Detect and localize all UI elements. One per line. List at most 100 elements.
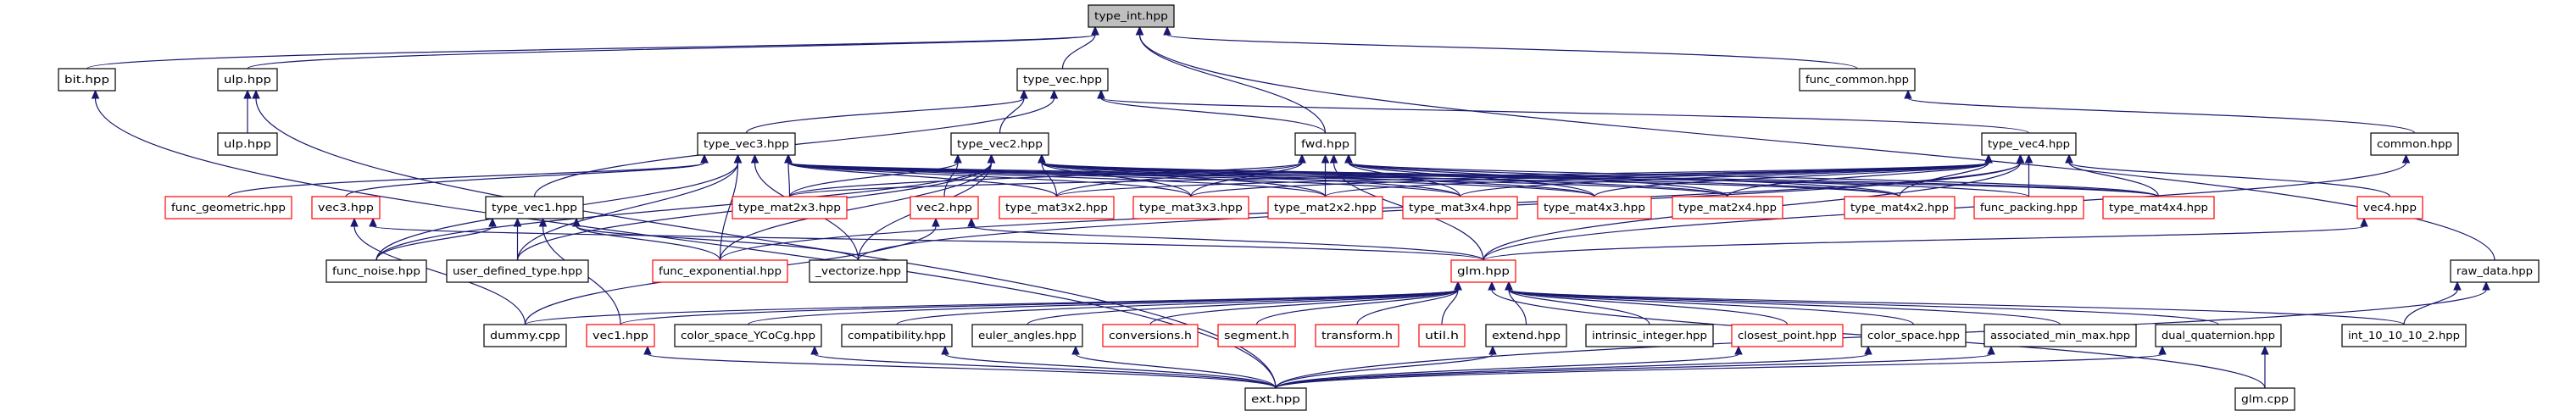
node-box[interactable] [586,324,655,347]
node-type_mat3x2[interactable]: type_mat3x2.hpp [999,196,1115,219]
node-segment[interactable]: segment.h [1217,324,1296,347]
node-func_geometric[interactable]: func_geometric.hpp [164,196,292,219]
node-box[interactable] [58,68,116,92]
node-conversions[interactable]: conversions.h [1102,324,1199,347]
node-vectorize[interactable]: _vectorize.hpp [809,259,908,283]
node-func_packing[interactable]: func_packing.hpp [1973,196,2084,219]
node-box[interactable] [950,132,1049,156]
node-box[interactable] [1731,324,1844,347]
node-ulp[interactable]: ulp.hpp [217,68,278,92]
node-box[interactable] [2341,324,2467,347]
node-box[interactable] [697,132,796,156]
node-box[interactable] [674,324,822,347]
node-fwd[interactable]: fwd.hpp [1294,132,1356,156]
node-func_noise[interactable]: func_noise.hpp [325,259,427,283]
node-box[interactable] [1132,196,1249,219]
node-color_space[interactable]: color_space.hpp [1861,324,1967,347]
node-ulp2[interactable]: ulp.hpp [217,132,278,156]
node-box[interactable] [1973,196,2084,219]
node-box[interactable] [1244,387,1307,411]
node-util[interactable]: util.h [1418,324,1466,347]
node-dummy[interactable]: dummy.cpp [483,324,567,347]
node-box[interactable] [1402,196,1518,219]
node-type_vec3[interactable]: type_vec3.hpp [697,132,796,156]
node-box[interactable] [325,259,427,283]
node-vec2[interactable]: vec2.hpp [910,196,979,219]
node-box[interactable] [1217,324,1296,347]
node-box[interactable] [1585,324,1714,347]
node-box[interactable] [1102,324,1199,347]
node-type_mat2x3[interactable]: type_mat2x3.hpp [732,196,848,219]
node-glm_hpp[interactable]: glm.hpp [1450,259,1516,283]
node-type_mat2x2[interactable]: type_mat2x2.hpp [1267,196,1383,219]
node-common[interactable]: common.hpp [2370,132,2459,156]
node-extend[interactable]: extend.hpp [1485,324,1567,347]
node-dual_quaternion[interactable]: dual_quaternion.hpp [2155,324,2282,347]
node-vec1[interactable]: vec1.hpp [586,324,655,347]
node-intrinsic_integer[interactable]: intrinsic_integer.hpp [1585,324,1714,347]
node-type_mat3x3[interactable]: type_mat3x3.hpp [1132,196,1249,219]
node-box[interactable] [1844,196,1956,219]
node-type_int[interactable]: type_int.hpp [1088,4,1175,28]
node-box[interactable] [164,196,292,219]
node-box[interactable] [2234,387,2295,411]
node-box[interactable] [1450,259,1516,283]
node-type_vec2[interactable]: type_vec2.hpp [950,132,1049,156]
node-transform[interactable]: transform.h [1315,324,1399,347]
node-box[interactable] [652,259,788,283]
node-euler_angles[interactable]: euler_angles.hpp [971,324,1083,347]
node-type_mat3x4[interactable]: type_mat3x4.hpp [1402,196,1518,219]
node-box[interactable] [2102,196,2215,219]
node-box[interactable] [1088,4,1175,28]
node-box[interactable] [1418,324,1466,347]
node-ext[interactable]: ext.hpp [1244,387,1307,411]
node-box[interactable] [2155,324,2282,347]
node-box[interactable] [311,196,381,219]
node-box[interactable] [809,259,908,283]
node-type_vec4[interactable]: type_vec4.hpp [1981,132,2077,156]
node-compatibility[interactable]: compatibility.hpp [841,324,953,347]
node-user_defined_type[interactable]: user_defined_type.hpp [446,259,589,283]
node-box[interactable] [1267,196,1383,219]
node-box[interactable] [1485,324,1567,347]
node-box[interactable] [483,324,567,347]
node-box[interactable] [732,196,848,219]
node-box[interactable] [1983,324,2137,347]
node-box[interactable] [1861,324,1967,347]
node-func_exponential[interactable]: func_exponential.hpp [652,259,788,283]
node-box[interactable] [999,196,1115,219]
node-box[interactable] [446,259,589,283]
node-vec3[interactable]: vec3.hpp [311,196,381,219]
node-box[interactable] [1294,132,1356,156]
node-type_mat4x4[interactable]: type_mat4x4.hpp [2102,196,2215,219]
node-box[interactable] [1672,196,1783,219]
node-raw_data[interactable]: raw_data.hpp [2450,259,2540,283]
node-type_vec1[interactable]: type_vec1.hpp [485,196,584,219]
node-type_vec[interactable]: type_vec.hpp [1016,68,1109,92]
node-associated_min_max[interactable]: associated_min_max.hpp [1983,324,2137,347]
node-type_mat2x4[interactable]: type_mat2x4.hpp [1672,196,1783,219]
node-box[interactable] [2356,196,2423,219]
node-box[interactable] [1799,68,1916,92]
node-box[interactable] [217,132,278,156]
node-vec4[interactable]: vec4.hpp [2356,196,2423,219]
node-box[interactable] [1016,68,1109,92]
node-color_space_YCoCg[interactable]: color_space_YCoCg.hpp [674,324,822,347]
node-func_common[interactable]: func_common.hpp [1799,68,1916,92]
node-box[interactable] [2370,132,2459,156]
node-box[interactable] [971,324,1083,347]
node-box[interactable] [1315,324,1399,347]
node-bit[interactable]: bit.hpp [58,68,116,92]
node-box[interactable] [1981,132,2077,156]
node-box[interactable] [841,324,953,347]
node-closest_point[interactable]: closest_point.hpp [1731,324,1844,347]
node-box[interactable] [485,196,584,219]
node-int_10_10_10_2[interactable]: int_10_10_10_2.hpp [2341,324,2467,347]
node-box[interactable] [910,196,979,219]
node-box[interactable] [1537,196,1652,219]
node-box[interactable] [217,68,278,92]
node-glm_cpp[interactable]: glm.cpp [2234,387,2295,411]
node-box[interactable] [2450,259,2540,283]
node-type_mat4x3[interactable]: type_mat4x3.hpp [1537,196,1652,219]
node-type_mat4x2[interactable]: type_mat4x2.hpp [1844,196,1956,219]
